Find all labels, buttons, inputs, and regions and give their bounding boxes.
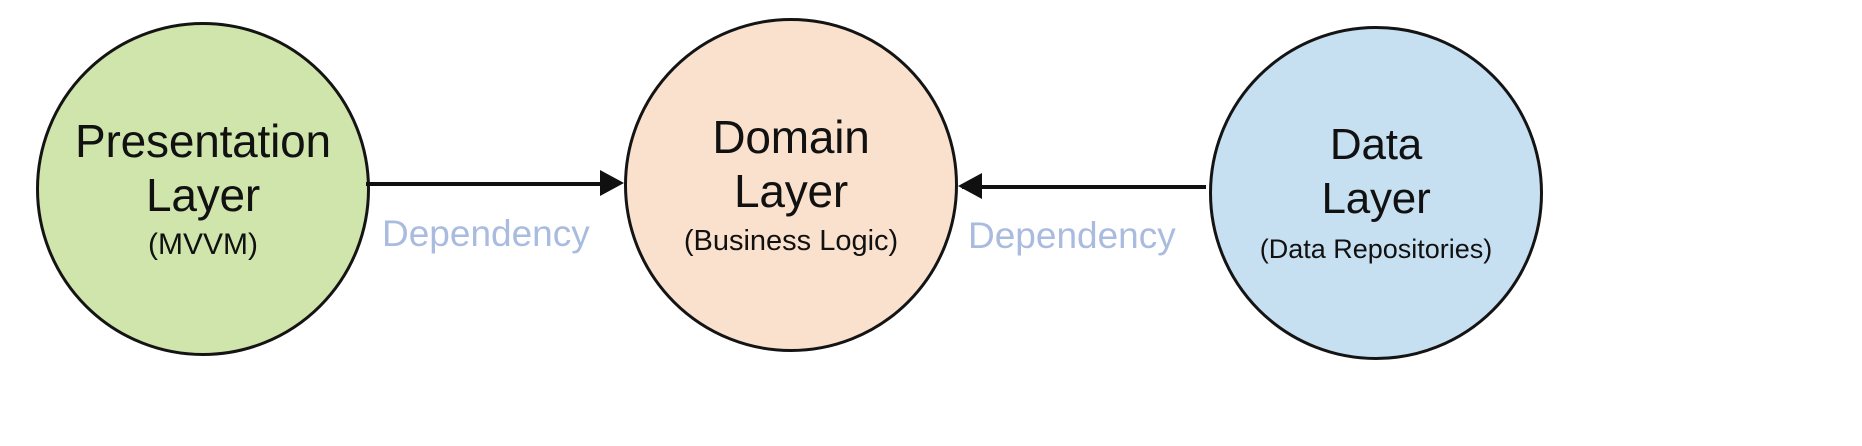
- node-presentation-subtitle: (MVVM): [148, 228, 258, 261]
- arrow-right-icon: [600, 170, 624, 196]
- node-data-subtitle: (Data Repositories): [1259, 234, 1493, 264]
- node-domain-subtitle: (Business Logic): [683, 225, 899, 257]
- node-presentation-layer[interactable]: Presentation Layer (MVVM): [36, 22, 370, 356]
- node-data-layer[interactable]: Data Layer (Data Repositories): [1209, 26, 1543, 360]
- arrow-left-icon: [958, 173, 982, 199]
- node-data-title: Data Layer: [1321, 120, 1431, 223]
- edge-data-to-domain: [962, 185, 1206, 189]
- node-presentation-title: Presentation Layer: [75, 115, 331, 221]
- node-domain-title: Domain Layer: [712, 111, 870, 217]
- node-domain-layer[interactable]: Domain Layer (Business Logic): [624, 18, 958, 352]
- edge-label-dependency-left: Dependency: [382, 213, 590, 254]
- edge-label-dependency-right: Dependency: [968, 215, 1176, 256]
- edge-presentation-to-domain: [366, 182, 616, 186]
